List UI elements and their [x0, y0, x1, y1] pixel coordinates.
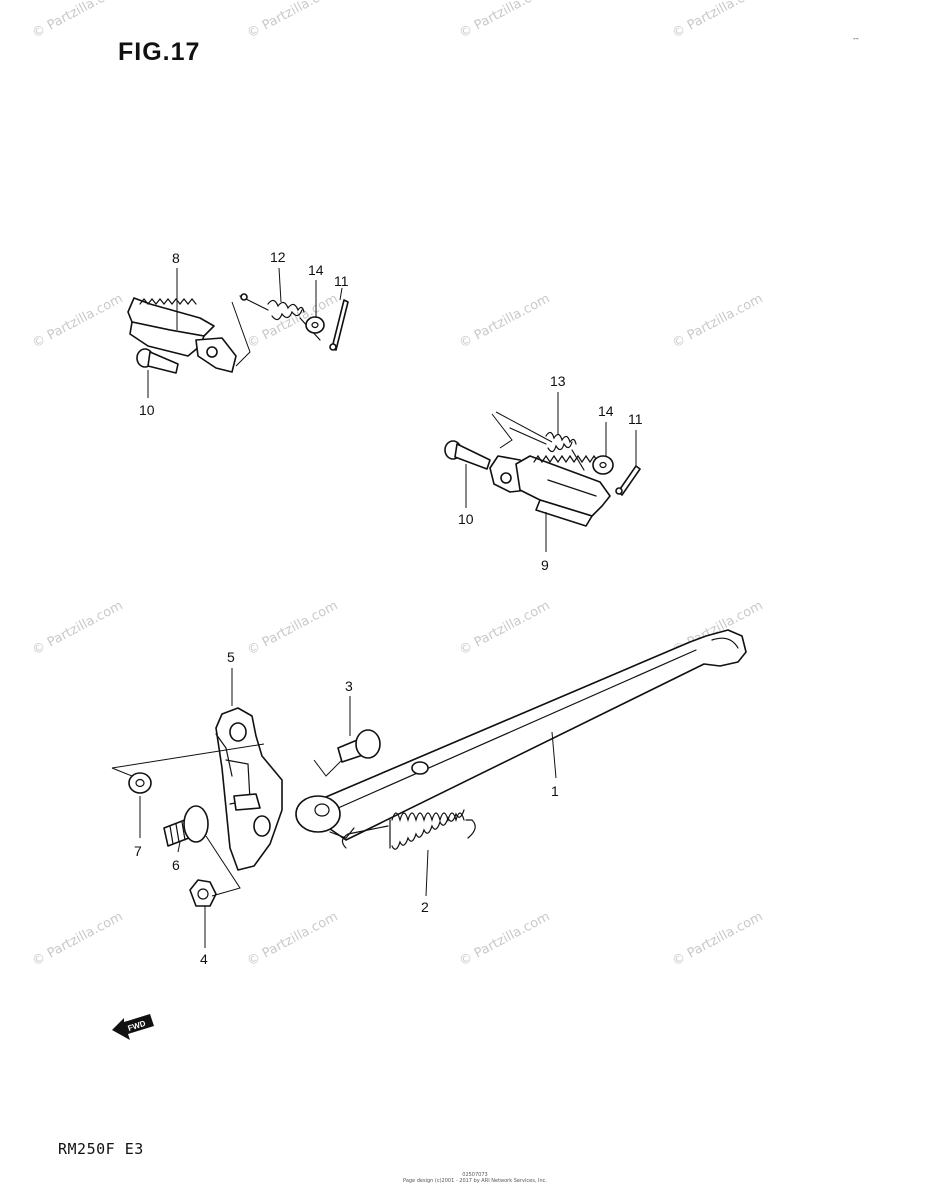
footrest-right-part — [489, 454, 611, 527]
watermark: © Partzilla.com — [30, 291, 126, 351]
callout-9: 9 — [541, 557, 549, 573]
clevis-pin-left — [136, 348, 179, 374]
side-stand-bar — [295, 629, 747, 841]
footer-code: 02507073 — [462, 1172, 488, 1178]
watermark: © Partzilla.com — [30, 0, 126, 42]
callout-8: 8 — [172, 250, 180, 266]
watermark: © Partzilla.com — [245, 598, 341, 658]
side-stand-spring — [341, 809, 476, 850]
watermark: © Partzilla.com — [30, 909, 126, 969]
callout-14-right: 14 — [598, 403, 614, 419]
watermark: © Partzilla.com — [30, 598, 126, 658]
side-stand-assembly — [111, 629, 747, 948]
callout-10-right: 10 — [458, 511, 474, 527]
callout-5: 5 — [227, 649, 235, 665]
figure-title: FIG.17 — [118, 38, 201, 66]
corner-mark: -- — [853, 34, 859, 43]
pivot-bolt — [337, 729, 381, 763]
watermark: © Partzilla.com — [245, 909, 341, 969]
callout-14-left: 14 — [308, 262, 324, 278]
watermark: © Partzilla.com — [457, 291, 553, 351]
model-label: RM250F E3 — [58, 1140, 144, 1158]
right-footrest-assembly — [444, 392, 641, 552]
cotter-pin-left — [329, 299, 349, 351]
stand-bracket — [215, 707, 283, 871]
washer-right — [592, 455, 614, 475]
callout-1: 1 — [551, 783, 559, 799]
footrest-left-part — [127, 297, 237, 373]
watermark: © Partzilla.com — [457, 0, 553, 42]
washer-left — [305, 316, 325, 334]
watermark: © Partzilla.com — [245, 0, 341, 42]
callout-12: 12 — [270, 249, 286, 265]
callout-7: 7 — [134, 843, 142, 859]
callout-4: 4 — [200, 951, 208, 967]
callout-10-left: 10 — [139, 402, 155, 418]
callout-11-left: 11 — [334, 273, 349, 289]
watermark: © Partzilla.com — [457, 909, 553, 969]
footer-copyright: Page design (c)2001 - 2017 by ARI Networ… — [403, 1178, 547, 1184]
hex-nut — [189, 879, 217, 907]
watermark: © Partzilla.com — [245, 291, 341, 351]
footrest-spring-right — [509, 427, 585, 471]
callout-6: 6 — [172, 857, 180, 873]
watermark: © Partzilla.com — [670, 0, 766, 42]
callout-layer: 8 12 14 11 10 13 14 11 10 9 5 3 1 7 6 2 … — [134, 249, 643, 967]
watermark: © Partzilla.com — [670, 291, 766, 351]
left-footrest-assembly — [127, 267, 349, 398]
bracket-bolt — [163, 805, 209, 847]
footrest-spring-left — [239, 293, 321, 341]
callout-3: 3 — [345, 678, 353, 694]
page-footer: 02507073 Page design (c)2001 - 2017 by A… — [400, 1172, 550, 1184]
watermark: © Partzilla.com — [457, 598, 553, 658]
fwd-arrow: FWD — [112, 1014, 154, 1040]
cotter-pin-right — [615, 465, 641, 496]
callout-2: 2 — [421, 899, 429, 915]
callout-11-right: 11 — [628, 411, 643, 427]
clevis-pin-right — [444, 440, 491, 470]
lock-washer — [128, 772, 152, 794]
callout-13: 13 — [550, 373, 566, 389]
watermark: © Partzilla.com — [670, 909, 766, 969]
